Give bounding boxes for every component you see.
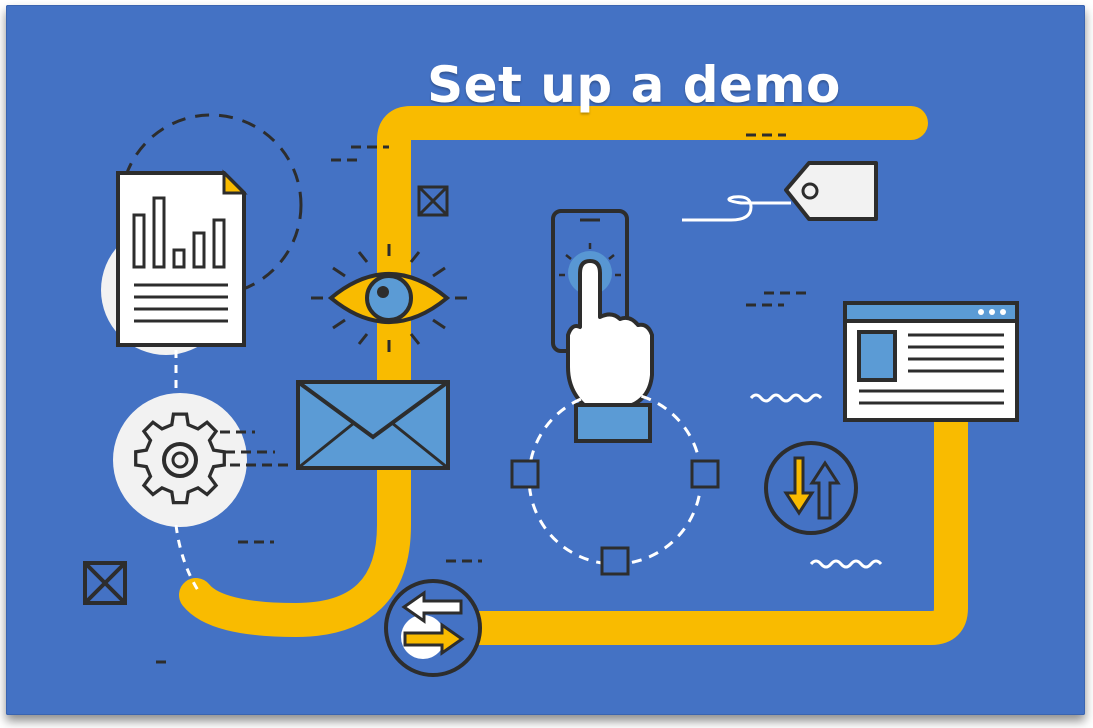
report-document-icon bbox=[116, 169, 248, 347]
yellow-flow-path bbox=[179, 106, 928, 637]
wavy-lines bbox=[749, 393, 883, 569]
x-box-icon bbox=[417, 185, 449, 217]
x-box-icon bbox=[83, 561, 127, 605]
envelope-icon bbox=[296, 380, 450, 470]
gear-icon bbox=[134, 412, 290, 505]
smartphone-tap-icon bbox=[551, 209, 654, 443]
eye-icon bbox=[311, 244, 467, 352]
decorative-dashes bbox=[156, 133, 806, 664]
browser-window-icon bbox=[843, 301, 1019, 422]
up-down-arrows-icon bbox=[764, 441, 858, 535]
small-square-nodes bbox=[510, 459, 720, 576]
swap-arrows-icon bbox=[384, 579, 482, 677]
illustration bbox=[83, 106, 1019, 677]
dashed-circle-report bbox=[119, 113, 303, 297]
yellow-flow-path-lower bbox=[424, 403, 968, 645]
price-tag-icon bbox=[682, 161, 878, 222]
dashed-connector-gear bbox=[174, 350, 203, 596]
